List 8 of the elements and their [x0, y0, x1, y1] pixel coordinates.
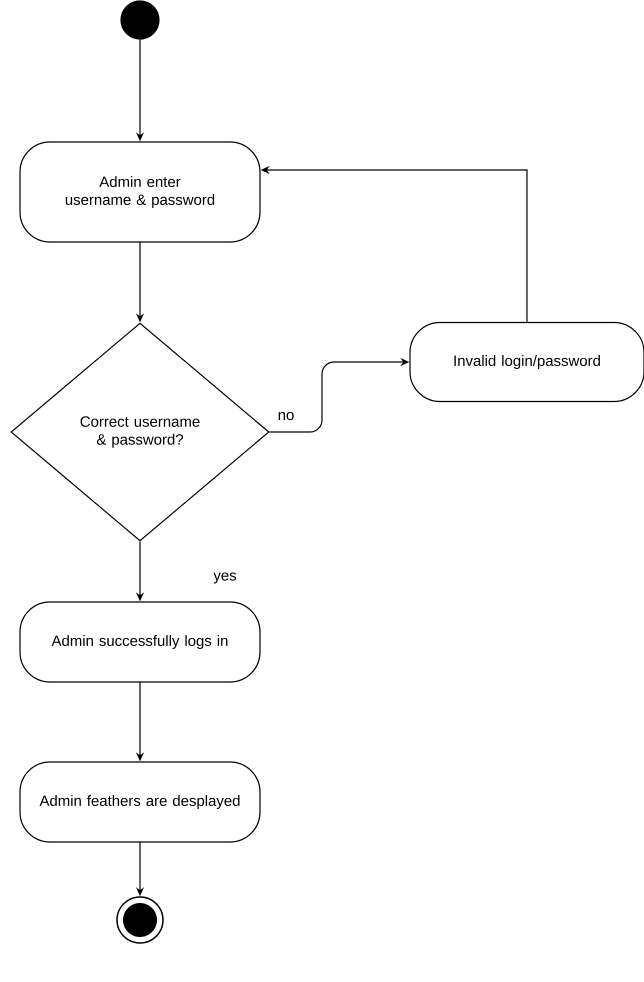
edge-label: yes — [212, 571, 238, 585]
activity-box: Admin feathers are desplayed — [19, 761, 261, 843]
activity-box: Admin enter username & password — [19, 141, 261, 243]
edge-label: no — [276, 410, 296, 422]
activity-box: Admin successfully logs in — [19, 601, 261, 683]
start-node — [120, 0, 160, 40]
activity-box: Invalid login/password — [409, 322, 644, 402]
end-node — [116, 896, 164, 944]
